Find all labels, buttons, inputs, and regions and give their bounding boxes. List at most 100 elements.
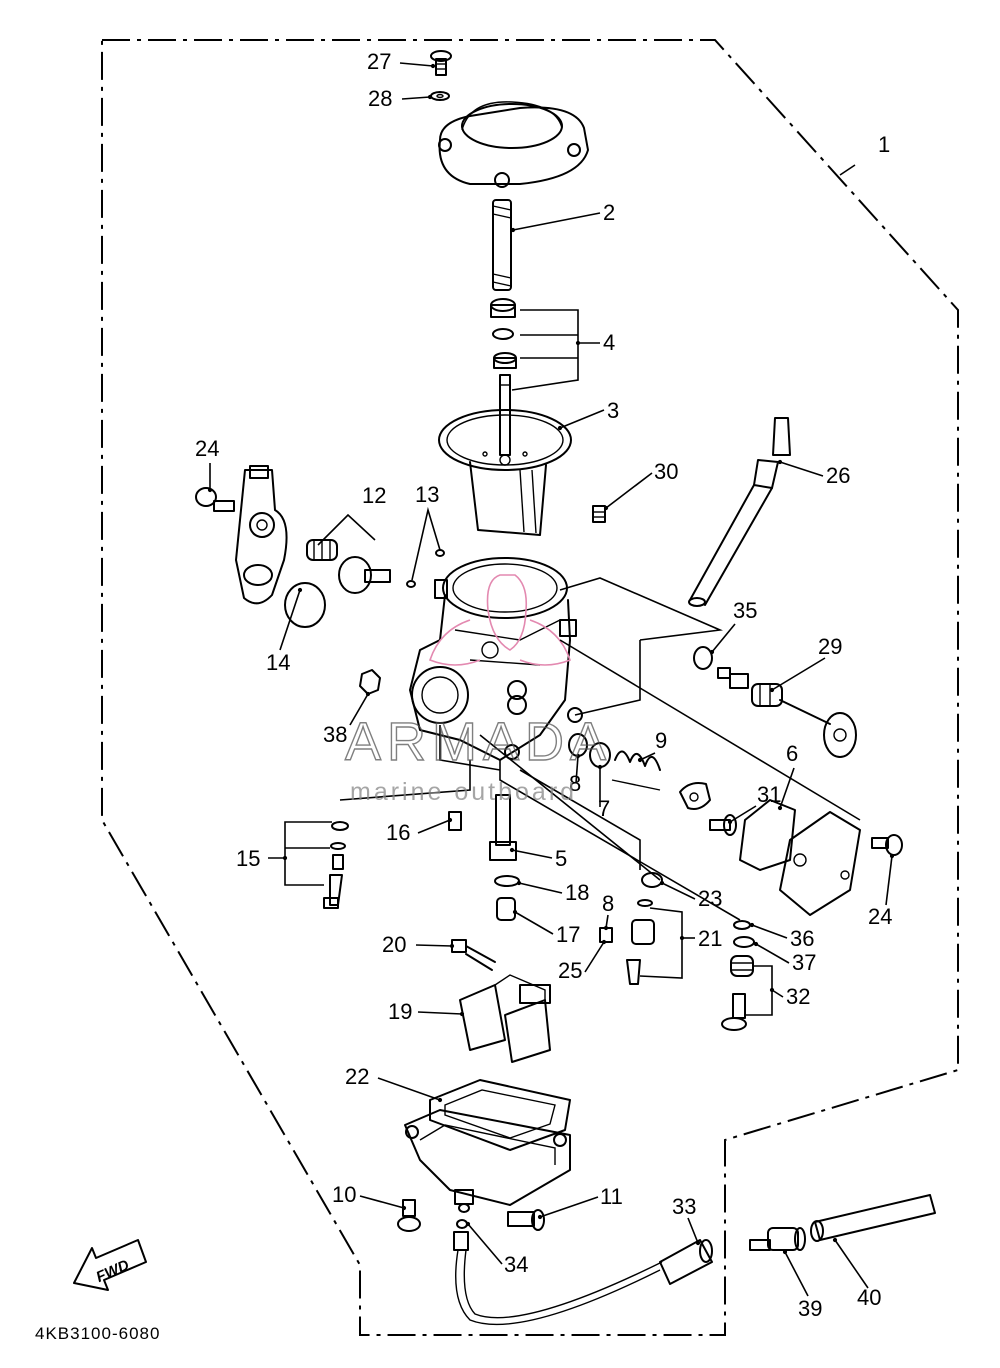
part-34-oring[interactable]	[453, 1203, 470, 1251]
document-code: 4KB3100-6080	[35, 1324, 160, 1343]
part-33-label[interactable]: 33	[672, 1194, 696, 1219]
part-20-label[interactable]: 20	[382, 932, 406, 957]
part-21-leader-end	[679, 935, 685, 941]
part-39-leader-end	[782, 1249, 788, 1255]
part-38-nut[interactable]	[359, 669, 381, 695]
part-23-leader	[661, 882, 696, 900]
part-22-gasket[interactable]	[429, 1079, 571, 1151]
part-36-oring[interactable]	[733, 920, 751, 930]
part-33-pipe[interactable]	[659, 1239, 713, 1285]
part-1-label[interactable]: 1	[878, 132, 890, 157]
part-39-label[interactable]: 39	[798, 1296, 822, 1321]
part-6-gasket[interactable]	[739, 799, 796, 871]
part-29-leader-end	[769, 687, 775, 693]
part-22-label[interactable]: 22	[345, 1064, 369, 1089]
part-31-leader-end	[727, 819, 733, 825]
part-39-leader	[784, 1251, 809, 1297]
part-19-leader	[417, 1011, 463, 1015]
part-24b-screw[interactable]	[871, 834, 903, 856]
part-10-screw[interactable]	[397, 1199, 421, 1232]
part-16-label[interactable]: 16	[386, 820, 410, 845]
part-34-label[interactable]: 34	[504, 1252, 528, 1277]
part-37-label[interactable]: 37	[792, 950, 816, 975]
part-11-label[interactable]: 11	[600, 1184, 623, 1209]
part-2-label[interactable]: 2	[603, 200, 615, 225]
part-23-label[interactable]: 23	[698, 886, 722, 911]
part-24a-label[interactable]: 24	[195, 436, 219, 461]
part-31-screw-plate[interactable]	[679, 782, 737, 836]
choke-bracket[interactable]	[235, 465, 288, 605]
part-7-label[interactable]: 7	[598, 796, 610, 821]
part-18-label[interactable]: 18	[565, 880, 589, 905]
part-5-label[interactable]: 5	[555, 846, 567, 871]
part-18-leader	[518, 882, 563, 894]
part-36-label[interactable]: 36	[790, 926, 814, 951]
part-3-leader	[559, 409, 605, 429]
part-12-label[interactable]: 12	[362, 483, 386, 508]
part-6-label[interactable]: 6	[786, 741, 798, 766]
part-38-label[interactable]: 38	[323, 722, 347, 747]
part-27-label[interactable]: 27	[367, 49, 391, 74]
part-30-plug[interactable]	[592, 505, 606, 523]
part-17-holder[interactable]	[496, 897, 516, 921]
part-27-leader-end	[430, 63, 436, 69]
part-19-float[interactable]	[459, 974, 551, 1063]
part-2-leader	[512, 212, 601, 231]
part-10-label[interactable]: 10	[332, 1182, 356, 1207]
part-13-rings[interactable]	[406, 549, 445, 588]
part-14-label[interactable]: 14	[266, 650, 290, 675]
part-26-tube[interactable]	[688, 417, 791, 607]
watermark-logo-mark	[429, 574, 571, 666]
part-39-joint[interactable]	[749, 1227, 806, 1251]
part-19-label[interactable]: 19	[388, 999, 412, 1024]
part-8a-label[interactable]: 8	[569, 771, 581, 796]
part-37-washer[interactable]	[733, 936, 755, 948]
part-28-leader-end	[427, 94, 433, 100]
part-12-spring-plunger[interactable]	[306, 539, 391, 594]
part-18-washer[interactable]	[494, 875, 520, 887]
part-4-label[interactable]: 4	[603, 330, 615, 355]
part-34-leader-end	[465, 1221, 471, 1227]
part-11-screw[interactable]	[507, 1209, 545, 1231]
part-27-screw[interactable]	[430, 50, 452, 76]
part-35-label[interactable]: 35	[733, 598, 757, 623]
part-6-leader	[779, 767, 795, 809]
part-16-leader-end	[447, 817, 453, 823]
part-4-needle-set[interactable]	[490, 298, 517, 456]
part-21-label[interactable]: 21	[698, 926, 722, 951]
part-13-label[interactable]: 13	[415, 482, 439, 507]
part-20-pin[interactable]	[451, 939, 496, 971]
part-29-label[interactable]: 29	[818, 634, 842, 659]
side-cover[interactable]	[779, 811, 861, 916]
part-28-label[interactable]: 28	[368, 86, 392, 111]
part-26-label[interactable]: 26	[826, 463, 850, 488]
part-29-plunger[interactable]	[717, 667, 857, 758]
part-17-label[interactable]: 17	[556, 922, 580, 947]
part-9-spring[interactable]	[611, 750, 661, 791]
part-24a-screw[interactable]	[195, 487, 235, 512]
part-9-label[interactable]: 9	[655, 728, 667, 753]
part-40-label[interactable]: 40	[857, 1285, 881, 1310]
part-25-label[interactable]: 25	[558, 958, 582, 983]
part-40-hose[interactable]	[810, 1194, 936, 1242]
part-24b-label[interactable]: 24	[868, 904, 892, 929]
part-32-drain-set[interactable]	[721, 955, 754, 1031]
top-cover[interactable]	[438, 101, 589, 188]
part-14-diaphragm[interactable]	[284, 582, 326, 628]
part-32-label[interactable]: 32	[786, 984, 810, 1009]
part-28-washer[interactable]	[430, 91, 450, 101]
part-3-leader-end	[557, 425, 563, 431]
part-3-label[interactable]: 3	[607, 398, 619, 423]
part-10-leader	[359, 1195, 405, 1209]
part-21-float-valve[interactable]	[626, 899, 655, 985]
part-3-diaphragm[interactable]	[438, 409, 572, 536]
float-bowl[interactable]	[404, 1109, 571, 1206]
part-35-oring[interactable]	[693, 646, 713, 670]
part-31-label[interactable]: 31	[757, 782, 781, 807]
part-8b-label[interactable]: 8	[602, 891, 614, 916]
part-30-label[interactable]: 30	[654, 459, 678, 484]
part-2-spring[interactable]	[492, 199, 512, 291]
part-15-pilot-screw-set[interactable]	[323, 821, 349, 909]
part-15-label[interactable]: 15	[236, 846, 260, 871]
